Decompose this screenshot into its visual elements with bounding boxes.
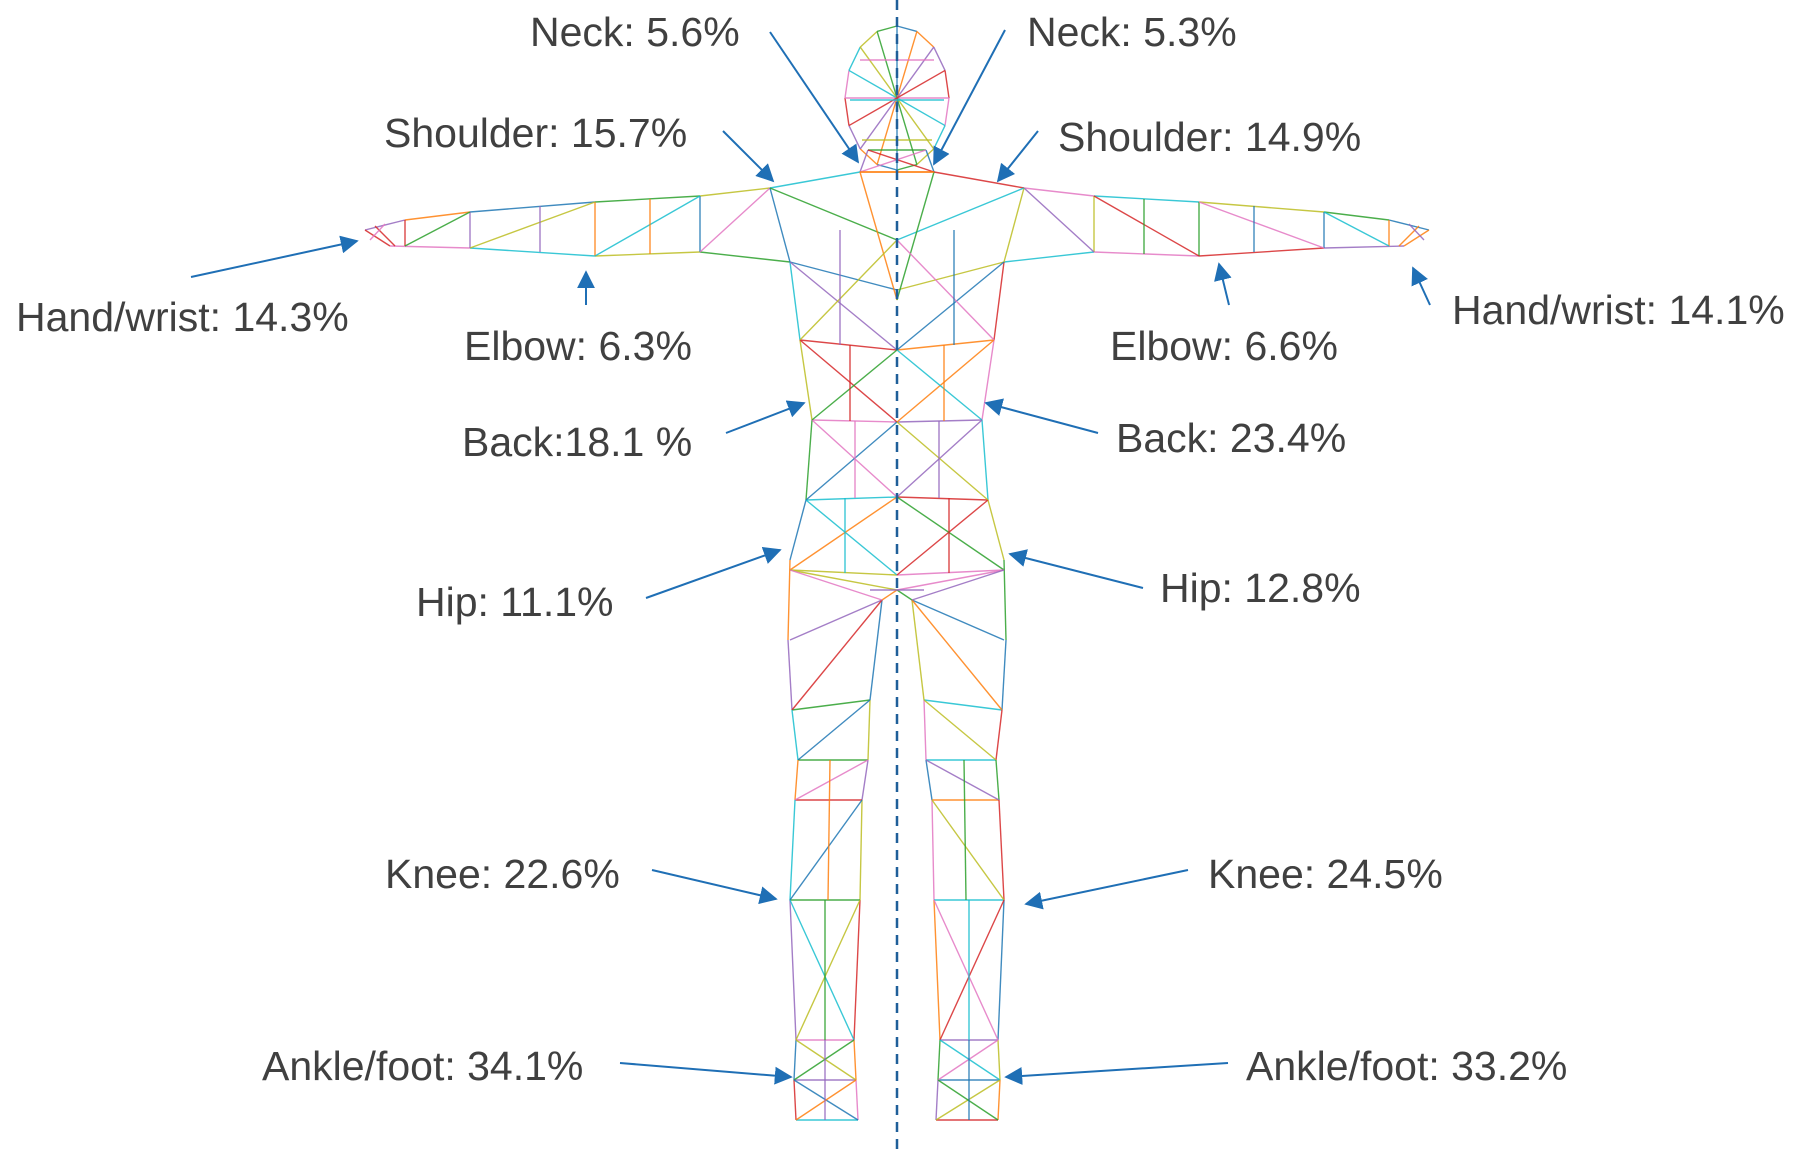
arrow-shoulder-left (723, 131, 773, 181)
label-knee-right: Knee: 24.5% (1208, 854, 1443, 895)
label-ankle-left: Ankle/foot: 34.1% (262, 1046, 583, 1087)
label-back-right: Back: 23.4% (1116, 418, 1346, 459)
label-neck-right: Neck: 5.3% (1027, 12, 1237, 53)
label-hand-left: Hand/wrist: 14.3% (16, 297, 349, 338)
label-ankle-right: Ankle/foot: 33.2% (1246, 1046, 1567, 1087)
arrow-knee-left (652, 870, 776, 899)
label-back-left: Back:18.1 % (462, 422, 692, 463)
label-hand-right: Hand/wrist: 14.1% (1452, 290, 1785, 331)
label-hip-right: Hip: 12.8% (1160, 568, 1361, 609)
arrow-back-left (726, 403, 804, 433)
label-shoulder-left: Shoulder: 15.7% (384, 113, 687, 154)
arrow-hip-right (1010, 554, 1143, 588)
label-elbow-right: Elbow: 6.6% (1110, 326, 1338, 367)
arrow-elbow-right (1219, 264, 1229, 305)
label-neck-left: Neck: 5.6% (530, 12, 740, 53)
arrow-neck-right (934, 30, 1005, 164)
label-shoulder-right: Shoulder: 14.9% (1058, 117, 1361, 158)
arrow-hip-left (646, 550, 780, 598)
arrow-ankle-right (1006, 1063, 1228, 1077)
arrow-shoulder-right (998, 131, 1038, 181)
arrow-hand-right (1413, 268, 1430, 305)
arrow-knee-right (1026, 870, 1188, 904)
arrow-ankle-left (620, 1063, 791, 1077)
arrow-back-right (986, 403, 1098, 433)
label-elbow-left: Elbow: 6.3% (464, 326, 692, 367)
pointer-arrows (191, 30, 1430, 1077)
label-knee-left: Knee: 22.6% (385, 854, 620, 895)
label-hip-left: Hip: 11.1% (416, 582, 614, 623)
arrow-hand-left (191, 241, 357, 277)
